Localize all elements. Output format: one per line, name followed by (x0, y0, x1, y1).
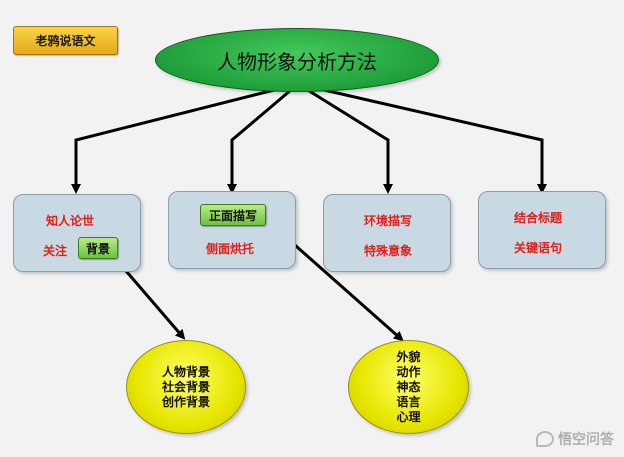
connector-4 (297, 82, 547, 194)
description-ellipse: 外貌 动作 神态 语言 心理 (348, 340, 469, 434)
background-item-3: 创作背景 (161, 394, 210, 409)
box3-line1: 环境描写 (364, 214, 413, 228)
chat-bubble-icon (536, 431, 554, 447)
connector-2 (227, 82, 299, 194)
author-tag: 老鸦说语文 (13, 26, 118, 55)
method-box-3: 环境描写 特殊意象 (323, 194, 451, 272)
method-box-4: 结合标题 关键语句 (478, 191, 606, 269)
direct-description-button[interactable]: 正面描写 (200, 204, 266, 226)
box4-line1: 结合标题 (514, 211, 563, 225)
background-ellipse: 人物背景 社会背景 创作背景 (126, 340, 246, 434)
connector-3 (297, 82, 393, 194)
title-text: 人物形象分析方法 (217, 49, 377, 74)
watermark: 悟空问答 (536, 429, 614, 449)
description-item-3: 神态 (396, 379, 421, 394)
box1-line1: 知人论世 (46, 214, 95, 228)
box3-line2: 特殊意象 (364, 244, 413, 258)
background-button[interactable]: 背景 (78, 237, 118, 259)
method-box-2: 正面描写 侧面烘托 (168, 191, 296, 269)
box2-line2: 侧面烘托 (206, 242, 255, 256)
connector-1 (71, 82, 299, 194)
description-item-1: 外貌 (396, 349, 421, 364)
box4-line2: 关键语句 (514, 241, 563, 255)
background-item-1: 人物背景 (161, 364, 210, 379)
description-item-5: 心理 (396, 409, 421, 424)
background-item-2: 社会背景 (161, 379, 210, 394)
description-item-4: 语言 (396, 394, 421, 409)
box1-line2-prefix: 关注 (43, 244, 68, 258)
description-item-2: 动作 (396, 364, 421, 379)
watermark-text: 悟空问答 (558, 432, 614, 448)
method-box-1: 知人论世 关注 背景 (13, 194, 141, 272)
title-ellipse: 人物形象分析方法 (155, 28, 439, 92)
